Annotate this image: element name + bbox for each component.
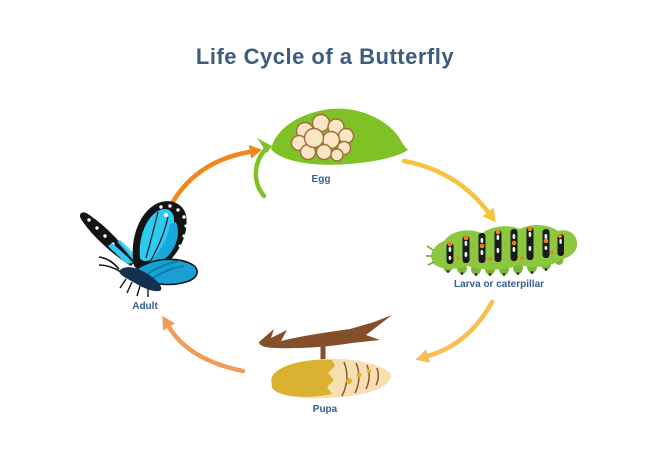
leaf-nub — [257, 138, 272, 153]
stage-label-pupa: Pupa — [312, 404, 338, 415]
arrow-pupa-to-adult-line — [166, 324, 246, 374]
arrow-pupa-to-adult — [162, 315, 246, 374]
butterfly-far-wing-streaks — [108, 240, 137, 264]
caterpillar-stripes — [446, 227, 564, 264]
chrysalis-dots — [346, 369, 371, 384]
arrow-egg-to-larva-line — [401, 158, 491, 215]
caterpillar-feet — [446, 268, 548, 276]
caterpillar-spikes — [426, 245, 435, 266]
arrow-pupa-to-adult-head — [162, 315, 175, 331]
arrow-larva-to-pupa — [415, 299, 495, 363]
chrysalis-segment-lines — [341, 361, 380, 397]
branch-shape — [259, 315, 392, 349]
arrow-egg-to-larva — [401, 158, 496, 223]
egg-stage-illustration — [253, 108, 408, 199]
page-title: Life Cycle of a Butterfly — [195, 44, 455, 69]
butterfly-legs — [119, 278, 149, 297]
caterpillar-orange-dots — [447, 226, 563, 261]
egg-cluster — [290, 113, 355, 162]
arrow-larva-to-pupa-head — [415, 349, 430, 363]
arrow-egg-to-larva-head — [482, 207, 496, 223]
butterfly-body — [119, 267, 162, 292]
chrysalis-stalk — [320, 344, 326, 363]
butterfly-antennae — [98, 256, 122, 273]
arrow-adult-to-egg-head — [248, 144, 262, 159]
stage-label-larva: Larva or caterpillar — [453, 279, 545, 290]
arrow-larva-to-pupa-line — [425, 299, 495, 359]
leaf-stem — [253, 146, 269, 199]
butterfly-forewing-blue-panel — [147, 222, 178, 265]
stage-label-egg: Egg — [311, 174, 331, 185]
butterfly-forewing-veins — [145, 211, 169, 261]
stage-label-adult: Adult — [132, 301, 158, 312]
butterfly-forewing-spots — [159, 204, 188, 248]
larva-stage-illustration — [426, 225, 578, 276]
caterpillar-stripe-dashes — [448, 232, 562, 260]
arrow-adult-to-egg-line — [167, 149, 252, 210]
chrysalis-yellow-patch — [271, 359, 335, 397]
pupa-stage-illustration — [259, 315, 392, 399]
adult-stage-illustration — [79, 201, 198, 297]
arrow-adult-to-egg — [167, 144, 262, 210]
